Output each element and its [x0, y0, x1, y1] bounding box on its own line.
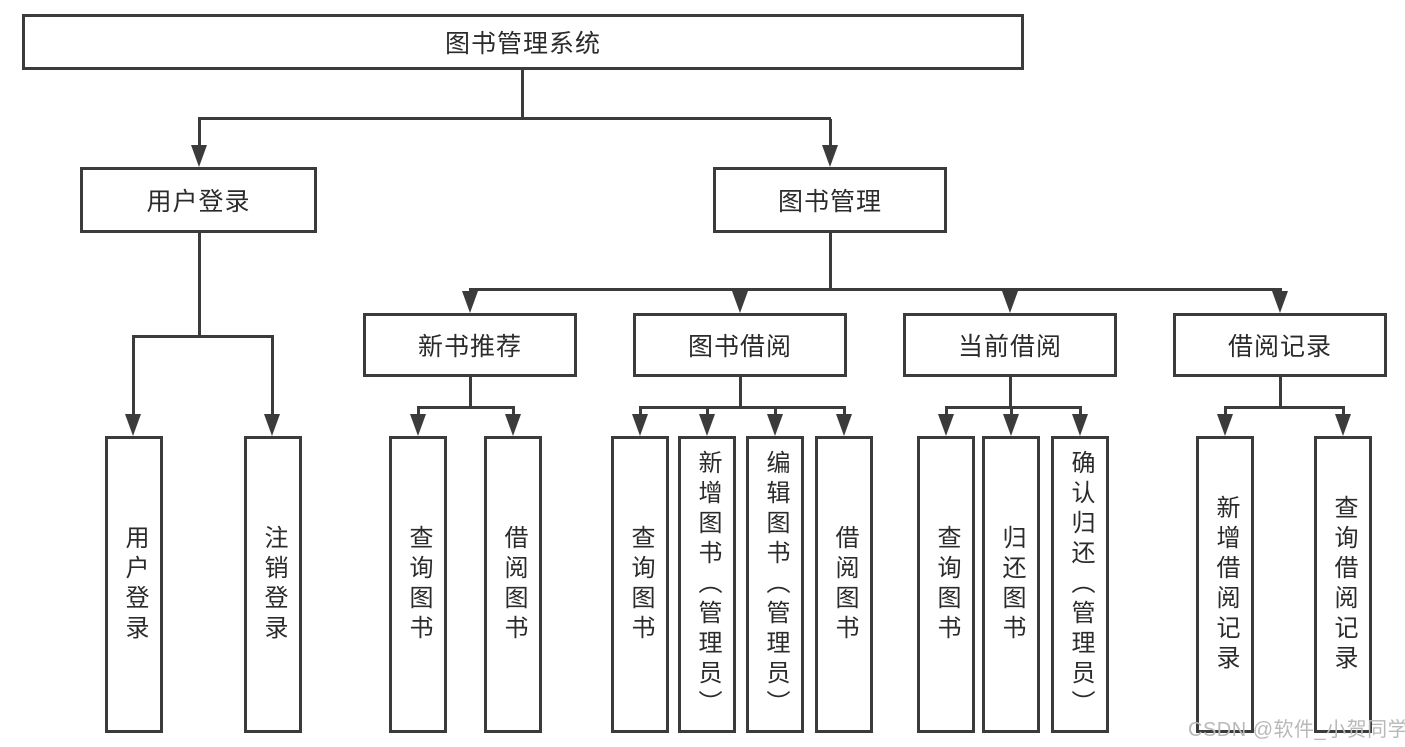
- leaf-confirm-return-admin: 确认归还（管理员）: [1051, 436, 1109, 733]
- arrow-shaft: [417, 408, 420, 416]
- leaf-borrow-books-recommend: 借阅图书: [484, 436, 542, 733]
- node-label: 当前借阅: [957, 333, 1062, 361]
- leaf-return-books: 归还图书: [982, 436, 1040, 733]
- arrow-shaft: [706, 408, 709, 416]
- connector-vline: [198, 233, 201, 337]
- leaf-add-books-admin: 新增图书（管理员）: [678, 436, 736, 733]
- leaf-label: 新增借阅记录: [1212, 494, 1239, 675]
- connector-hline: [132, 335, 274, 338]
- node-current-borrow: 当前借阅: [903, 313, 1117, 377]
- arrow-shaft: [829, 119, 832, 147]
- arrow-shaft: [512, 408, 515, 416]
- arrowhead-down-icon: [732, 291, 748, 313]
- arrow-shaft: [1010, 408, 1013, 416]
- node-root-system: 图书管理系统: [22, 14, 1024, 70]
- arrowhead-down-icon: [1335, 414, 1351, 436]
- leaf-label: 编辑图书（管理员）: [762, 449, 789, 720]
- leaf-label: 查询借阅记录: [1330, 494, 1357, 675]
- node-label: 图书管理: [777, 188, 882, 216]
- connector-hline: [417, 406, 515, 409]
- arrowhead-down-icon: [767, 414, 783, 436]
- leaf-label: 新增图书（管理员）: [694, 449, 721, 720]
- connector-vline: [829, 233, 832, 290]
- connector-vline: [469, 377, 472, 408]
- arrowhead-down-icon: [1072, 414, 1088, 436]
- arrow-shaft: [271, 337, 274, 416]
- arrow-shaft: [639, 408, 642, 416]
- arrowhead-down-icon: [1002, 291, 1018, 313]
- arrow-shaft: [774, 408, 777, 416]
- node-label: 借阅记录: [1227, 333, 1332, 361]
- arrowhead-down-icon: [505, 414, 521, 436]
- arrowhead-down-icon: [1272, 291, 1288, 313]
- leaf-label: 归还图书: [998, 524, 1025, 645]
- connector-vline: [1279, 377, 1282, 408]
- connector-vline: [521, 70, 524, 119]
- leaf-query-books-current: 查询图书: [917, 436, 975, 733]
- arrowhead-down-icon: [632, 414, 648, 436]
- connector-hline: [945, 406, 1082, 409]
- arrowhead-down-icon: [1003, 414, 1019, 436]
- leaf-label: 确认归还（管理员）: [1067, 449, 1094, 720]
- connector-hline: [1224, 406, 1345, 409]
- arrow-shaft: [198, 119, 201, 147]
- leaf-label: 查询图书: [933, 524, 960, 645]
- leaf-query-borrow-record: 查询借阅记录: [1314, 436, 1372, 733]
- leaf-label: 借阅图书: [831, 524, 858, 645]
- leaf-query-books-borrow: 查询图书: [611, 436, 669, 733]
- leaf-user-login: 用户登录: [105, 436, 163, 733]
- node-new-book-recommend: 新书推荐: [363, 313, 577, 377]
- csdn-watermark: CSDN @软件_小贺同学: [1188, 719, 1405, 741]
- node-label: 新书推荐: [417, 333, 522, 361]
- leaf-label: 查询图书: [627, 524, 654, 645]
- arrow-shaft: [1342, 408, 1345, 416]
- arrow-shaft: [1079, 408, 1082, 416]
- arrowhead-down-icon: [1217, 414, 1233, 436]
- arrowhead-down-icon: [410, 414, 426, 436]
- connector-hline: [639, 406, 846, 409]
- arrowhead-down-icon: [125, 414, 141, 436]
- leaf-add-borrow-record: 新增借阅记录: [1196, 436, 1254, 733]
- connector-vline: [739, 377, 742, 408]
- arrowhead-down-icon: [462, 291, 478, 313]
- arrow-shaft: [1224, 408, 1227, 416]
- node-label: 图书管理系统: [444, 30, 601, 58]
- connector-vline: [1009, 377, 1012, 408]
- leaf-borrow-books: 借阅图书: [815, 436, 873, 733]
- leaf-label: 借阅图书: [500, 524, 527, 645]
- leaf-label: 用户登录: [121, 524, 148, 645]
- arrowhead-down-icon: [836, 414, 852, 436]
- leaf-query-books-recommend: 查询图书: [389, 436, 447, 733]
- node-borrow-records: 借阅记录: [1173, 313, 1387, 377]
- node-user-login: 用户登录: [80, 167, 317, 233]
- arrow-shaft: [843, 408, 846, 416]
- node-book-borrow: 图书借阅: [633, 313, 847, 377]
- leaf-label: 注销登录: [260, 524, 287, 645]
- arrow-shaft: [945, 408, 948, 416]
- node-label: 用户登录: [146, 188, 251, 216]
- arrowhead-down-icon: [938, 414, 954, 436]
- arrow-shaft: [132, 337, 135, 416]
- leaf-logout-login: 注销登录: [244, 436, 302, 733]
- leaf-edit-books-admin: 编辑图书（管理员）: [746, 436, 804, 733]
- arrowhead-down-icon: [822, 145, 838, 167]
- connector-hline: [198, 117, 831, 120]
- arrowhead-down-icon: [191, 145, 207, 167]
- arrowhead-down-icon: [699, 414, 715, 436]
- node-label: 图书借阅: [687, 333, 792, 361]
- node-book-management: 图书管理: [713, 167, 947, 233]
- leaf-label: 查询图书: [405, 524, 432, 645]
- connector-hline: [469, 288, 1282, 291]
- arrowhead-down-icon: [264, 414, 280, 436]
